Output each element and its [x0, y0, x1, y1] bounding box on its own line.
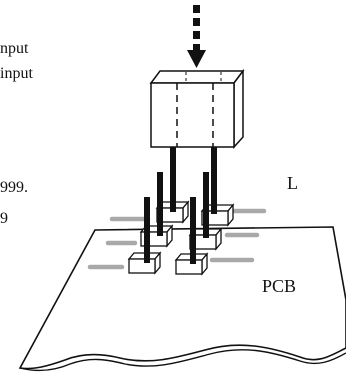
pcb-traces	[87, 208, 267, 270]
label-l: L	[287, 173, 298, 193]
label-pcb: PCB	[262, 276, 297, 296]
insertion-arrow	[187, 5, 206, 68]
component-body	[149, 68, 245, 149]
text-fragment-3: 999.	[0, 179, 28, 196]
text-fragment-4: 9	[0, 210, 8, 227]
pcb-sheet	[18, 226, 346, 372]
text-fragment-2: input	[0, 65, 33, 82]
component-pins	[144, 147, 217, 264]
text-fragment-1: nput	[0, 40, 29, 57]
